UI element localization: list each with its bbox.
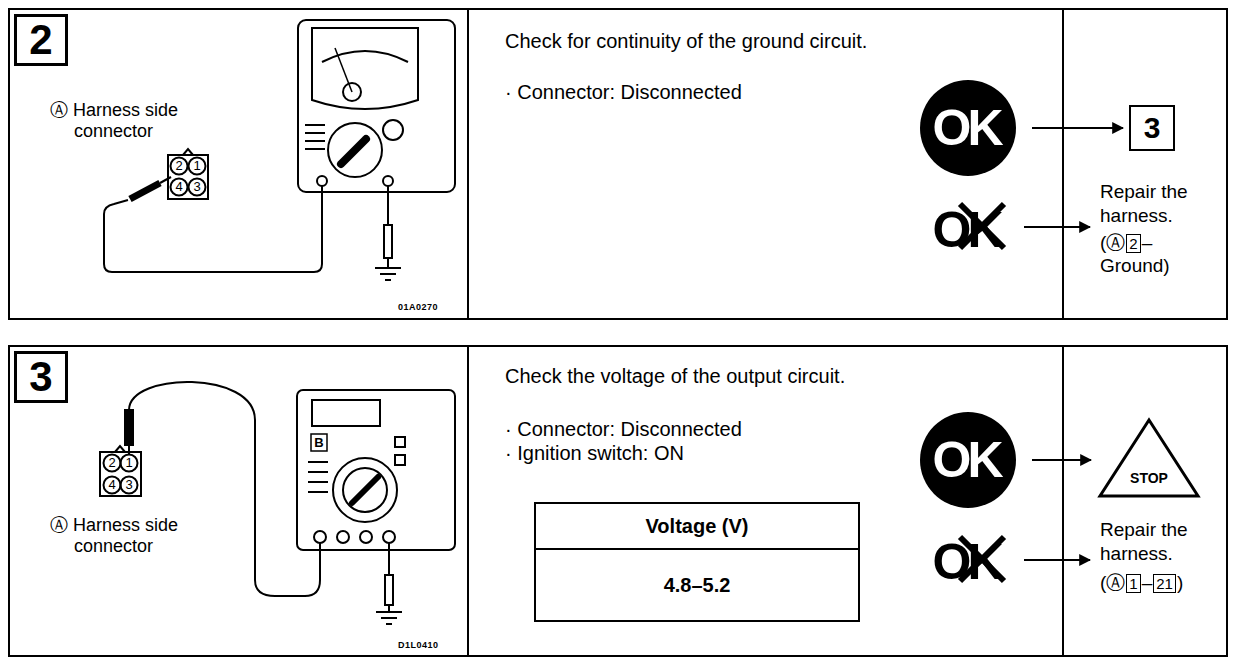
circuit-ref: –: [1142, 572, 1153, 594]
figure-code: D1L0410: [398, 640, 439, 650]
connector-caption: Ⓐ Harness side connector: [50, 515, 244, 557]
pin-box: 21: [1153, 574, 1176, 593]
circuit-ref: –: [1142, 232, 1153, 254]
flow-arrow: [1032, 127, 1123, 129]
repair-note: Repair the harness.: [1100, 180, 1228, 228]
result-text: OK: [933, 537, 1004, 587]
pin-number: 3: [122, 478, 136, 492]
spec-table: Voltage (V)4.8–5.2: [534, 502, 860, 622]
pin-number: 2: [105, 456, 119, 470]
pin-number: 3: [190, 180, 204, 194]
repair-note: Repair the harness.: [1100, 518, 1228, 566]
pin-number: 2: [172, 159, 186, 173]
pin-number: 4: [105, 478, 119, 492]
result-text: OK: [933, 103, 1004, 153]
stop-sign: STOP: [1097, 417, 1201, 499]
pin-box: 2: [1126, 234, 1140, 253]
pin-number: 1: [190, 159, 204, 173]
stop-triangle: [1097, 417, 1201, 499]
connector-caption: Ⓐ Harness side connector: [50, 100, 244, 142]
pin-box: 1: [1126, 574, 1140, 593]
pin-number: 1: [122, 456, 136, 470]
circuit-ref: Ground): [1100, 255, 1170, 277]
step-number-text: 3: [29, 356, 52, 398]
step-number: 3: [14, 351, 68, 403]
pin-number: 4: [172, 180, 186, 194]
result-text: OK: [933, 205, 1004, 255]
ok-mark: OK: [920, 80, 1016, 176]
circuit-ref: (Ⓐ: [1100, 232, 1125, 254]
flow-arrow: [1032, 459, 1091, 461]
table-header: Voltage (V): [536, 504, 858, 550]
table-cell: 4.8–5.2: [536, 550, 858, 620]
figure-code: 01A0270: [398, 302, 438, 312]
instruction: Check the voltage of the output circuit.: [505, 364, 900, 388]
step-number: 2: [14, 14, 68, 66]
ng-mark: OK: [920, 195, 1016, 265]
step-frame: Check the voltage of the output circuit.…: [8, 345, 1228, 657]
step-frame: Check for continuity of the ground circu…: [8, 8, 1228, 320]
condition: · Connector: Disconnected: [505, 417, 900, 441]
ng-mark: OK: [920, 527, 1016, 597]
meter-mark: B: [314, 436, 323, 450]
circuit-ref: (Ⓐ: [1100, 572, 1125, 594]
step-number-text: 3: [1144, 111, 1161, 145]
instruction: Check for continuity of the ground circu…: [505, 29, 900, 53]
ok-mark: OK: [920, 412, 1016, 508]
condition: · Ignition switch: ON: [505, 441, 900, 465]
next-step-box: 3: [1129, 105, 1175, 151]
condition: · Connector: Disconnected: [505, 80, 900, 104]
stop-text: STOP: [1130, 470, 1168, 486]
circuit-ref: ): [1177, 572, 1183, 594]
step-number-text: 2: [29, 19, 52, 61]
result-text: OK: [933, 435, 1004, 485]
